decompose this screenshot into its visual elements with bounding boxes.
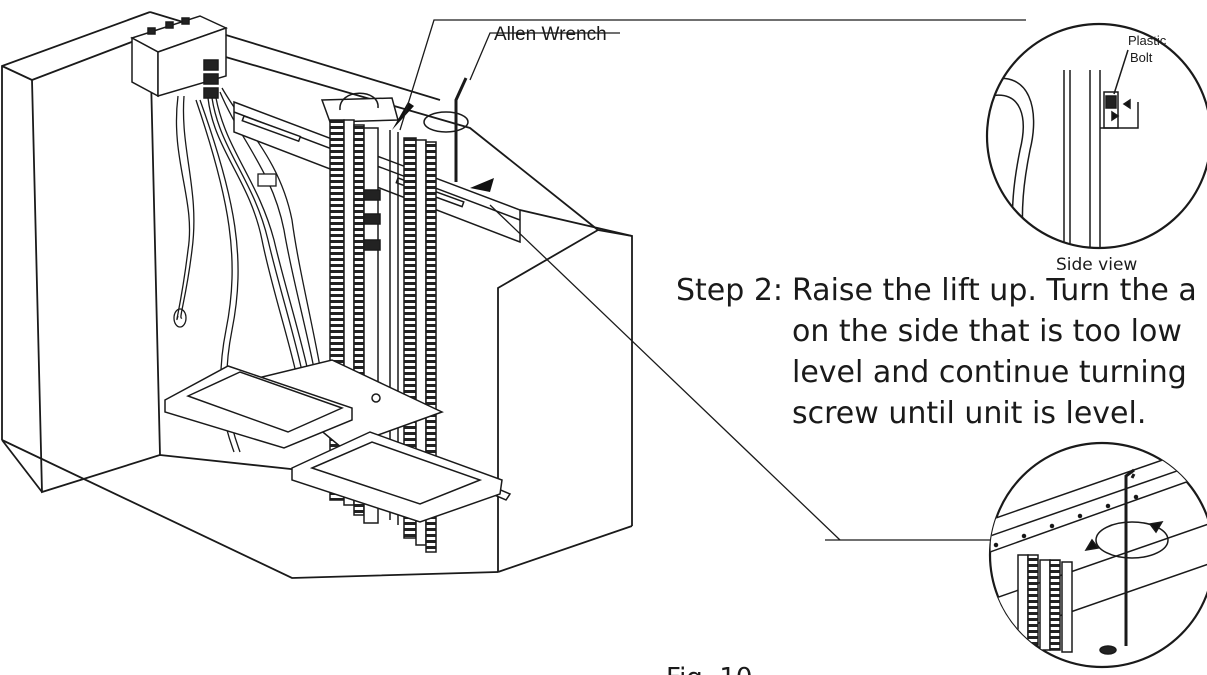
control-box — [130, 15, 228, 99]
allen-wrench-label: Allen Wrench — [494, 24, 607, 45]
wrench-detail — [988, 441, 1207, 669]
plastic-label: Plastic — [1128, 33, 1167, 48]
step-label: Step 2: — [676, 273, 783, 308]
figure-caption: Fig. 10 — [666, 663, 752, 675]
step-line-4: screw until unit is level. — [792, 396, 1146, 431]
step-line-3: level and continue turning — [792, 355, 1187, 390]
cabinet — [1, 11, 633, 579]
bolt-label: Bolt — [1130, 50, 1153, 65]
rotation-arrow-main — [423, 111, 469, 133]
pointer-arrow-right — [470, 178, 494, 192]
step-line-2: on the side that is too low — [792, 314, 1182, 349]
side-view-detail: Plastic Bolt — [985, 22, 1207, 250]
allen-wrench-main — [454, 77, 468, 182]
step-line-1: Raise the lift up. Turn the a — [792, 273, 1197, 308]
lift-mechanism — [233, 92, 521, 553]
leader-lines — [399, 19, 1026, 541]
pointer-arrow-left — [392, 102, 414, 130]
side-view-caption: Side view — [1056, 255, 1137, 275]
base-pads — [164, 365, 503, 523]
step-instructions: Step 2: Raise the lift up. Turn the a on… — [676, 273, 1197, 431]
